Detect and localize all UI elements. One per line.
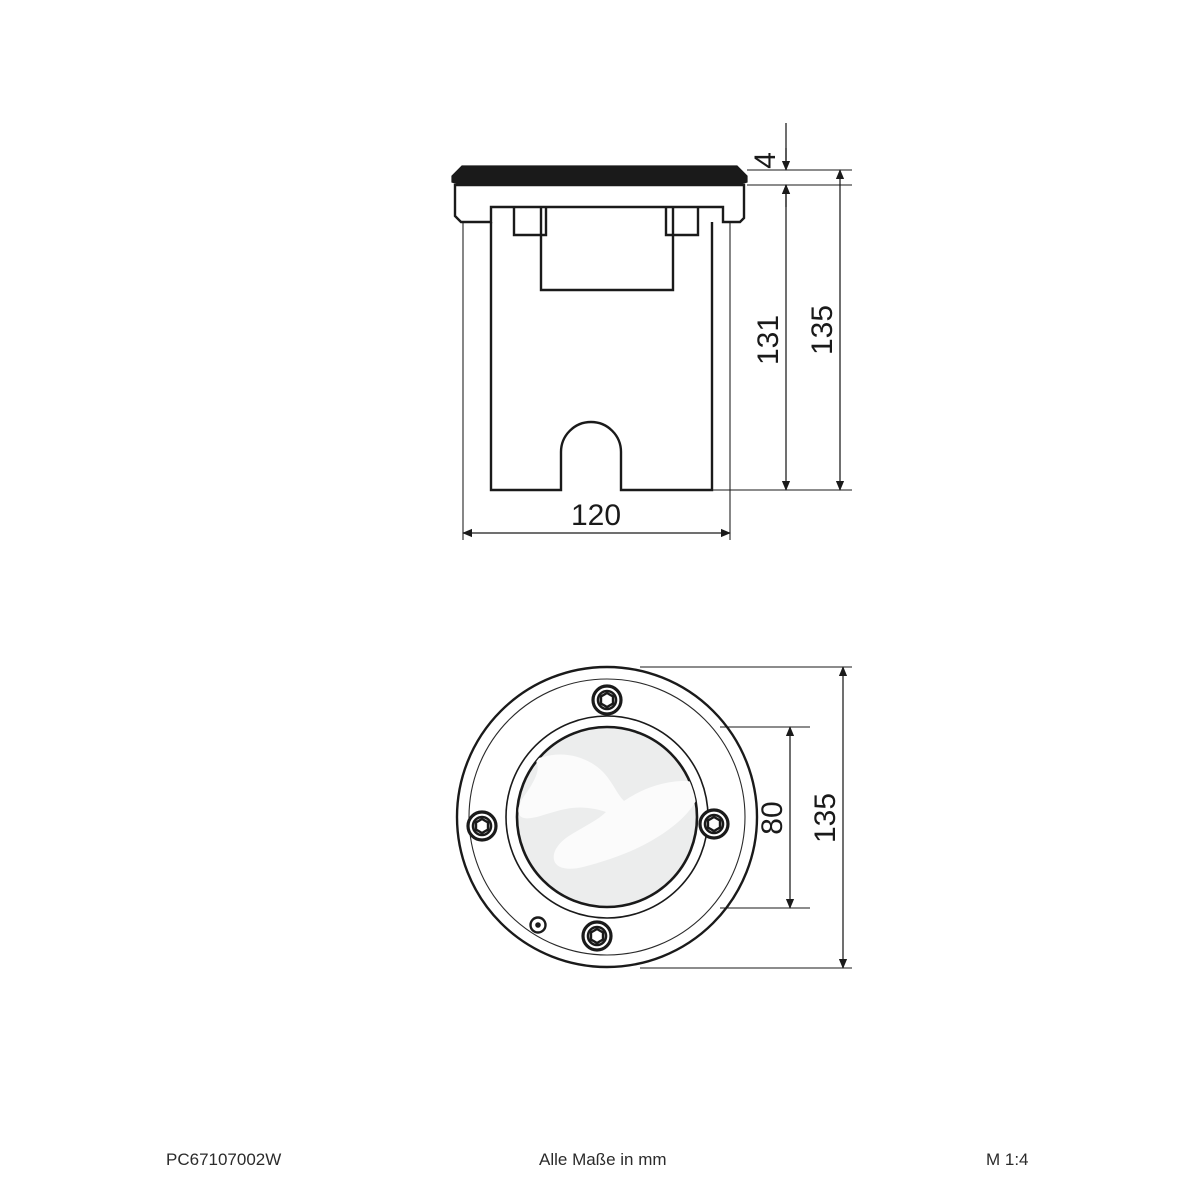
dimension-flange-diameter: 135 [809, 666, 848, 969]
dimension-label-flange-diameter: 135 [809, 793, 842, 843]
housing-body [489, 222, 714, 492]
cover-plate [451, 165, 748, 186]
side-elevation-view [451, 165, 748, 492]
small-vent-screw [529, 916, 547, 934]
mounting-tabs [512, 207, 700, 237]
dimension-lens-diameter: 80 [756, 726, 795, 909]
dimension-label-body-width: 120 [571, 499, 621, 532]
hex-screw-left [466, 810, 498, 842]
flange-step-circle [468, 678, 746, 956]
dimension-body-height: 131 [752, 184, 791, 491]
dimension-body-width: 120 [462, 499, 731, 538]
lens-reflection-highlight [518, 754, 697, 869]
dimension-cover-thickness: 4 [749, 123, 791, 207]
footer-units-note: Alle Maße in mm [539, 1150, 667, 1169]
footer-article-number: PC67107002W [166, 1150, 281, 1169]
dimension-label-lens-diameter: 80 [756, 801, 789, 834]
lens-glass [515, 725, 699, 909]
drawing-footer: PC67107002W Alle Maße in mm M 1:4 [166, 1150, 1029, 1169]
flange-collar [453, 183, 746, 224]
inner-gear-box [539, 207, 675, 292]
hex-screw-right [698, 808, 730, 840]
side-view-dimension-group: 4 131 135 120 [462, 123, 852, 540]
dimension-total-height: 135 [806, 169, 845, 491]
footer-scale: M 1:4 [986, 1150, 1029, 1169]
hex-screw-bottom [581, 920, 613, 952]
dimension-label-body-height: 131 [752, 315, 785, 365]
top-plan-view [455, 665, 759, 969]
top-view-dimension-group: 80 135 [640, 666, 852, 969]
hex-screw-top [591, 684, 623, 716]
dimension-label-total-height: 135 [806, 305, 839, 355]
dimension-label-cover-thickness: 4 [749, 152, 782, 169]
outer-flange-circle [455, 665, 759, 969]
